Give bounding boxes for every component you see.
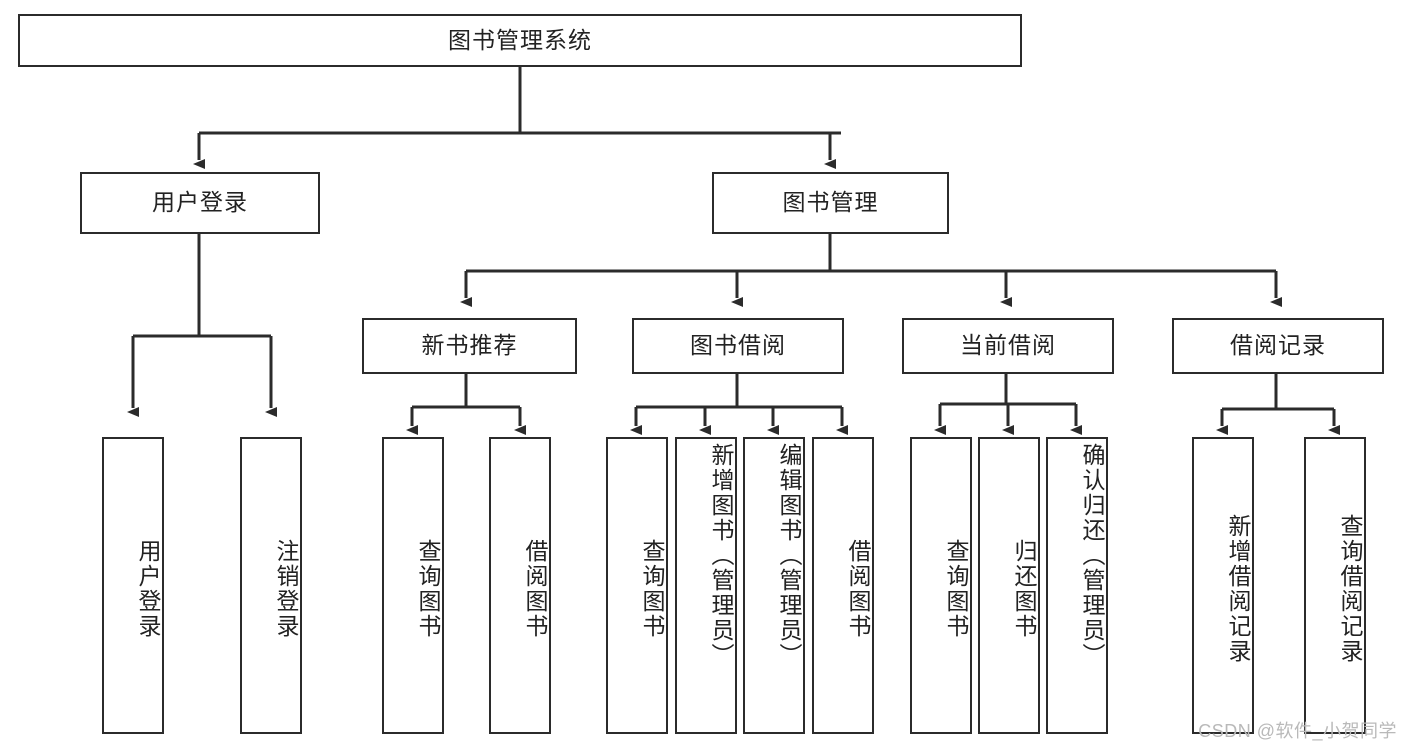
node-leaf-return-book[interactable]: 归还图书 [978, 437, 1040, 734]
node-leaf-query-book-borrow[interactable]: 查询图书 [606, 437, 668, 734]
node-leaf-query-book-recommend[interactable]: 查询图书 [382, 437, 444, 734]
node-label: 图书借阅 [690, 332, 786, 359]
node-label: 编辑图书（管理员） [776, 443, 802, 668]
node-label: 查询图书 [943, 538, 969, 639]
node-leaf-borrow-book[interactable]: 借阅图书 [812, 437, 874, 734]
node-label: 借阅图书 [522, 538, 548, 639]
node-leaf-user-login[interactable]: 用户登录 [102, 437, 164, 734]
node-new-book-recommend[interactable]: 新书推荐 [362, 318, 577, 374]
node-leaf-confirm-return-admin[interactable]: 确认归还（管理员） [1046, 437, 1108, 734]
node-label: 查询借阅记录 [1337, 513, 1363, 664]
node-label: 用户登录 [152, 189, 248, 216]
node-root-book-management-system[interactable]: 图书管理系统 [18, 14, 1022, 67]
node-leaf-add-book-admin[interactable]: 新增图书（管理员） [675, 437, 737, 734]
node-label: 新增借阅记录 [1225, 513, 1251, 664]
node-leaf-user-logout[interactable]: 注销登录 [240, 437, 302, 734]
node-leaf-query-borrow-record[interactable]: 查询借阅记录 [1304, 437, 1366, 734]
node-label: 借阅图书 [845, 538, 871, 639]
node-label: 借阅记录 [1230, 332, 1326, 359]
node-label: 当前借阅 [960, 332, 1056, 359]
node-label: 用户登录 [135, 538, 161, 639]
node-leaf-borrow-book-recommend[interactable]: 借阅图书 [489, 437, 551, 734]
node-label: 图书管理 [782, 189, 879, 216]
node-borrow-record[interactable]: 借阅记录 [1172, 318, 1384, 374]
node-current-borrow[interactable]: 当前借阅 [902, 318, 1114, 374]
node-label: 查询图书 [639, 538, 665, 639]
node-leaf-query-book-current[interactable]: 查询图书 [910, 437, 972, 734]
node-leaf-edit-book-admin[interactable]: 编辑图书（管理员） [743, 437, 805, 734]
node-label: 新书推荐 [421, 332, 518, 359]
node-label: 确认归还（管理员） [1079, 443, 1105, 668]
node-label: 查询图书 [415, 538, 441, 639]
node-book-borrow[interactable]: 图书借阅 [632, 318, 844, 374]
node-label: 新增图书（管理员） [708, 443, 734, 668]
node-label: 归还图书 [1011, 538, 1037, 639]
node-user-login[interactable]: 用户登录 [80, 172, 320, 234]
node-book-management[interactable]: 图书管理 [712, 172, 949, 234]
node-label: 图书管理系统 [448, 26, 592, 53]
node-leaf-add-borrow-record[interactable]: 新增借阅记录 [1192, 437, 1254, 734]
node-label: 注销登录 [273, 538, 299, 639]
csdn-watermark: CSDN @软件_小贺同学 [1198, 721, 1397, 741]
